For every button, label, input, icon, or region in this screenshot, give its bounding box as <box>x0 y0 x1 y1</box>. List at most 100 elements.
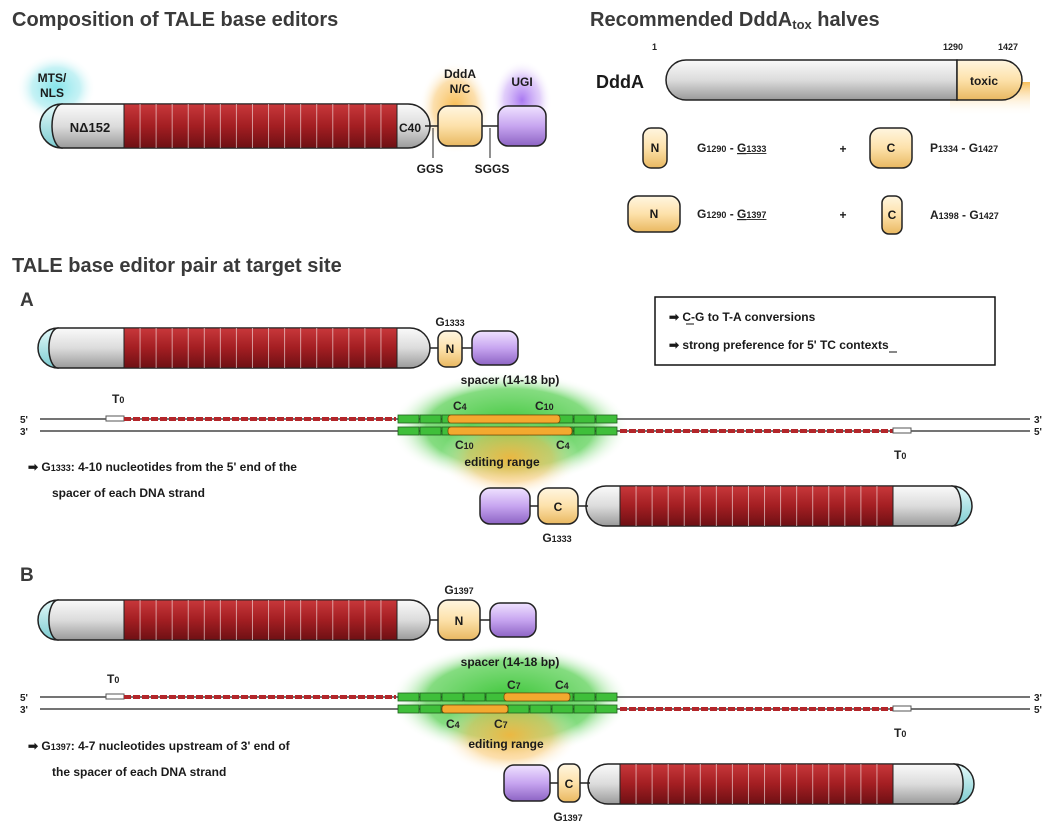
panel-a-n-half-block <box>437 330 463 368</box>
dna-spacer-cell-top <box>463 692 486 702</box>
panel-a-ugi-block <box>471 330 519 366</box>
dna-3prime-top: 3' <box>1034 693 1042 704</box>
legend-line-1: ➡ C-G to T-A conversions <box>669 310 816 324</box>
dna-editing-window-bottom <box>441 704 509 714</box>
legend-frame <box>654 296 996 366</box>
split2-n-range: G1290 - G1397 <box>697 207 766 221</box>
panel-a-c-bottom-right: C4 <box>556 438 570 452</box>
split1-n-range: G1290 - G1333 <box>697 141 766 155</box>
ddda-toxic-bar <box>956 59 1023 101</box>
panel-b-ugi-block <box>489 602 537 638</box>
split2-n-label: N <box>650 207 659 221</box>
panel-b-bottom-label: G1397 <box>553 810 582 824</box>
panel-b-letter: B <box>20 565 34 586</box>
tale-repeat-block <box>123 327 398 369</box>
split2-c-block <box>881 195 903 235</box>
dna-spacer-cell-bottom <box>529 704 552 714</box>
panel-a-c-half-label: C <box>554 500 563 514</box>
panel-b-editing-range: editing range <box>468 737 544 751</box>
panel-a-top-label: G1333 <box>435 315 464 329</box>
mts-label-2: NLS <box>40 86 64 100</box>
panel-b-c-half-label: C <box>565 777 574 791</box>
panel-b-c-bottom-right: C7 <box>494 717 508 731</box>
dna-5prime-bottom: 5' <box>1034 705 1042 716</box>
composition-tale-protein <box>39 103 431 149</box>
panel-b-ugi2-block <box>503 764 551 802</box>
c40-label: C40 <box>399 121 421 135</box>
dna-5prime-top: 5' <box>20 693 28 704</box>
ugi-label: UGI <box>511 75 532 89</box>
split1-c-block <box>869 127 913 169</box>
panel-b-spacer-label: spacer (14-18 bp) <box>461 655 560 669</box>
dna-spacer-cell-top <box>397 692 420 702</box>
panel-a-spacer-label: spacer (14-18 bp) <box>461 373 560 387</box>
composition-title: Composition of TALE base editors <box>12 9 338 31</box>
dna-spacer-cell-bottom <box>595 704 618 714</box>
dna-spacer-cell-top <box>595 692 618 702</box>
panel-b-c-left: C7 <box>507 678 521 692</box>
panel-b-note-line-2: the spacer of each DNA strand <box>52 765 226 779</box>
panel-a-c-right: C10 <box>535 399 554 413</box>
dna-t0-box-right <box>892 705 912 712</box>
toxic-label: toxic <box>970 74 998 88</box>
panel-a-t0-left: T0 <box>112 392 124 406</box>
panel-b-note-line-1: ➡ G1397: 4-7 nucleotides upstream of 3' … <box>28 739 291 753</box>
panel-b-t0-right: T0 <box>894 726 906 740</box>
panel-a-tale-right <box>585 485 973 527</box>
dna-5prime-top: 5' <box>20 415 28 426</box>
dna-spacer-cell-top <box>573 692 596 702</box>
dna-t0-box-right <box>892 427 912 434</box>
panel-a: A N G1333 spacer (14-18 bp) 5'3'3'5' T0 … <box>20 290 1042 545</box>
panel-a-note-line-1: ➡ G1333: 4-10 nucleotides from the 5' en… <box>28 460 297 474</box>
dna-editing-window-top <box>447 414 561 424</box>
pos-1: 1 <box>652 42 657 52</box>
panel-b-t0-left: T0 <box>107 672 119 686</box>
dna-spacer-cell-bottom <box>573 426 596 436</box>
panel-a-ugi2-block <box>479 487 531 525</box>
dna-spacer-cell-top <box>595 414 618 424</box>
panel-a-tale-left <box>37 327 431 369</box>
pos-1427: 1427 <box>998 42 1018 52</box>
dna-spacer-cell-top <box>441 692 464 702</box>
panel-a-note-line-2: spacer of each DNA strand <box>52 486 205 500</box>
legend-box: ➡ C-G to T-A conversions ➡ strong prefer… <box>654 296 996 366</box>
ddda-label-2: N/C <box>450 82 471 96</box>
dna-spacer-cell-top <box>419 692 442 702</box>
dna-spacer-cell-bottom <box>595 426 618 436</box>
ddda-half-block <box>437 105 483 147</box>
panel-b-top-label: G1397 <box>444 583 473 597</box>
dna-3prime-bottom: 3' <box>20 705 28 716</box>
dna-spacer-cell-bottom <box>397 704 420 714</box>
dna-editing-window-bottom <box>447 426 573 436</box>
mts-label-1: MTS/ <box>38 71 67 85</box>
panel-b-dna: 5'3'3'5' <box>20 692 1042 716</box>
split2-c-label: C <box>888 208 897 222</box>
tale-repeat-block <box>123 599 398 641</box>
dna-spacer-cell-bottom <box>419 704 442 714</box>
panel-a-editing-range: editing range <box>464 455 540 469</box>
legend-line-2: ➡ strong preference for 5' TC contexts <box>669 338 889 352</box>
ugi-block <box>497 105 547 147</box>
ddda-nontoxic-bar <box>665 59 958 101</box>
panel-a-bottom-label: G1333 <box>542 531 571 545</box>
split2-n-block <box>627 195 681 233</box>
dna-3prime-top: 3' <box>1034 415 1042 426</box>
ggs-label: GGS <box>417 162 444 176</box>
dna-spacer-cell-top <box>419 414 442 424</box>
panel-a-editing-glow <box>440 418 580 498</box>
recommended-title: Recommended DddAtox halves <box>590 9 880 32</box>
panel-a-n-half-label: N <box>446 342 455 356</box>
panel-a-c-left: C4 <box>453 399 467 413</box>
panel-b-editing-glow <box>440 695 580 775</box>
panel-a-c-bottom-left: C10 <box>455 438 474 452</box>
split1-n-label: N <box>651 141 660 155</box>
split1-c-label: C <box>887 141 896 155</box>
dna-spacer-cell-top <box>573 414 596 424</box>
panel-a-letter: A <box>20 290 34 311</box>
panel-b: B N G1397 spacer (14-18 bp) 5'3'3'5' T0 … <box>20 565 1042 824</box>
panel-a-dna: 5'3'3'5' <box>20 414 1042 438</box>
ddda-label-1: DddA <box>444 67 476 81</box>
dna-5prime-bottom: 5' <box>1034 427 1042 438</box>
panel-b-c-right: C4 <box>555 678 569 692</box>
